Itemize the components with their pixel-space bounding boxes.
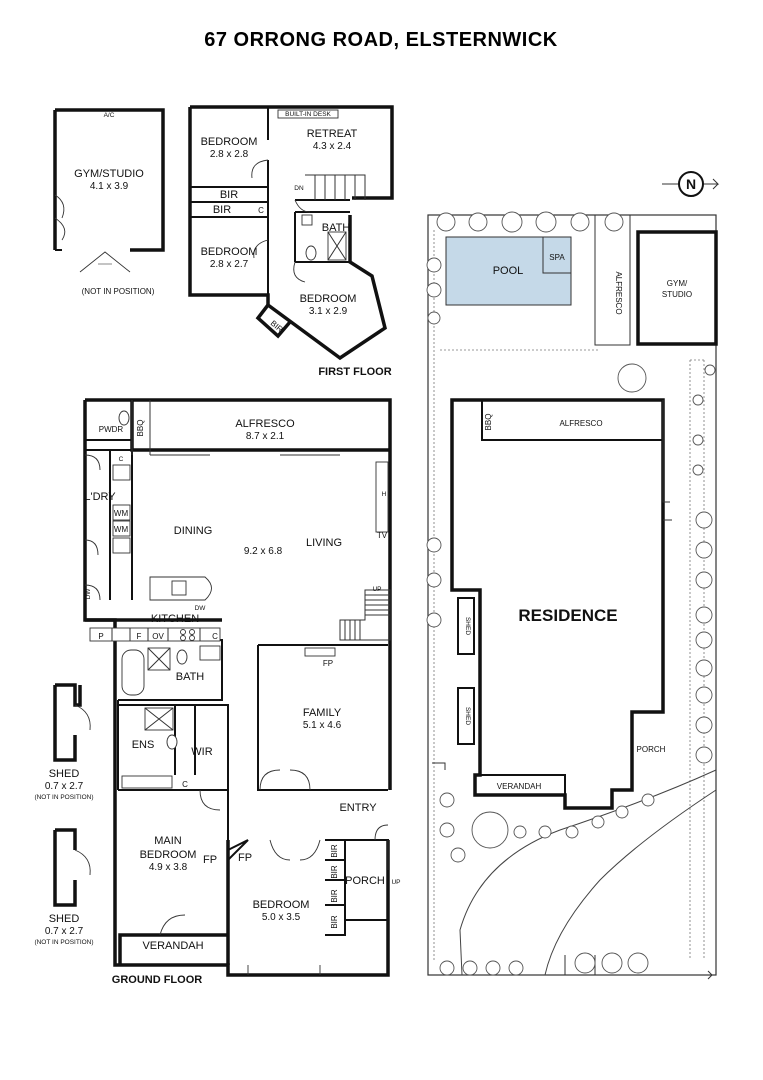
ac-label: A/C [104,112,115,119]
site-porch-label: PORCH [637,745,666,754]
bir-1-label: BIR [220,189,238,201]
gym-name: GYM/STUDIO [74,168,144,180]
wir-label: WIR [191,746,212,758]
ground-floor-plan: ALFRESCO 8.7 x 2.1 BBQ PWDR L'DRY C WM W… [83,398,401,986]
dw-label: DW [85,588,92,600]
bath-label: BATH [322,222,351,234]
porch-up-label: UP [391,879,400,886]
up-label: UP [372,586,381,593]
main-bedroom-name1: MAIN [154,835,182,847]
c-label: C [258,206,264,215]
alfresco-dims: 8.7 x 2.1 [246,431,285,442]
alfresco-side-label: ALFRESCO [614,271,623,314]
pwdr-label: PWDR [99,425,124,434]
bedroom-b-dims: 2.8 x 2.7 [210,259,249,270]
gym-studio-detached: A/C GYM/STUDIO 4.1 x 3.9 (NOT IN POSITIO… [53,108,165,296]
ov-label: OV [152,632,164,641]
bir3-label: BIR [330,889,339,903]
porch-label: PORCH [345,875,385,887]
shed2-note: (NOT IN POSITION) [34,939,93,946]
bedroom-c-name: BEDROOM [300,293,357,305]
north-arrow: N [662,171,720,197]
dn-label: DN [294,185,304,192]
trees [426,211,716,976]
gym-site-label1: GYM/ [667,279,688,288]
ldry-label: L'DRY [84,491,116,503]
first-floor-caption: FIRST FLOOR [318,366,391,378]
lot-boundary [427,214,717,976]
pool-label: POOL [493,265,524,277]
ground-floor-caption: GROUND FLOOR [112,974,202,986]
bir1-label: BIR [330,844,339,858]
h-label: H [382,491,387,498]
shed2-dims: 0.7 x 2.7 [45,926,84,937]
fp3-label: FP [238,852,252,864]
c3-label: C [182,780,188,789]
alfresco-name: ALFRESCO [235,418,295,430]
shed1-note: (NOT IN POSITION) [34,794,93,801]
site-shed1-label: SHED [464,617,471,635]
entry-label: ENTRY [339,802,377,814]
site-shed2-label: SHED [464,707,471,725]
spa-label: SPA [549,253,565,262]
first-floor-plan: BUILT-IN DESK RETREAT 4.3 x 2.4 BEDROOM … [188,105,394,378]
shed1-dims: 0.7 x 2.7 [45,781,84,792]
bedroom-b-name: BEDROOM [201,246,258,258]
spa [542,236,572,274]
bir-2-label: BIR [213,204,231,216]
bedroom-dims: 5.0 x 3.5 [262,912,301,923]
retreat-name: RETREAT [307,128,358,140]
main-bedroom-name2: BEDROOM [140,849,197,861]
residence-footprint [450,398,665,810]
site-alfresco-label: ALFRESCO [559,419,602,428]
residence-label: RESIDENCE [518,606,617,625]
site-bbq-label: BBQ [484,414,493,431]
wm2-label: WM [114,525,129,534]
verandah-label: VERANDAH [142,940,203,952]
kitchen-label: KITCHEN [151,613,199,625]
retreat-dims: 4.3 x 2.4 [313,141,352,152]
c2-label: C [212,632,218,641]
bedroom-name: BEDROOM [253,899,310,911]
fp1-label: FP [323,659,333,668]
gym-dims: 4.1 x 3.9 [90,181,129,192]
bir4-label: BIR [330,915,339,929]
ens-label: ENS [132,739,155,751]
shed-lower: SHED 0.7 x 2.7 (NOT IN POSITION) [34,828,94,946]
bbq-label: BBQ [136,420,145,437]
site-plan: N POOL SPA ALFRESCO GYM/ STUDIO BBQ ALFR… [426,171,720,980]
shed2-name: SHED [49,913,80,925]
bedroom-c-dims: 3.1 x 2.9 [309,306,348,317]
living-label: LIVING [306,537,342,549]
family-dims: 5.1 x 4.6 [303,720,342,731]
north-label: N [686,176,696,192]
family-name: FAMILY [303,707,342,719]
living-dims: 9.2 x 6.8 [244,546,283,557]
main-bedroom-dims: 4.9 x 3.8 [149,862,188,873]
site-verandah-label: VERANDAH [497,782,542,791]
c1-label: C [119,456,124,463]
wm1-label: WM [114,509,129,518]
gym-note: (NOT IN POSITION) [82,287,155,296]
bir2-label: BIR [330,865,339,879]
dining-label: DINING [174,525,213,537]
bath-label: BATH [176,671,205,683]
p-label: P [98,632,103,641]
dw2-label: DW [195,605,207,612]
f-label: F [137,632,142,641]
bedroom-a-name: BEDROOM [201,136,258,148]
shed1-name: SHED [49,768,80,780]
page-title: 67 ORRONG ROAD, ELSTERNWICK [204,29,558,51]
shed-upper: SHED 0.7 x 2.7 (NOT IN POSITION) [34,683,94,801]
gym-site-label2: STUDIO [662,290,692,299]
built-in-desk-label: BUILT-IN DESK [285,111,331,118]
bedroom-a-dims: 2.8 x 2.8 [210,149,249,160]
tv-label: TV [377,531,388,540]
fp2-label: FP [203,854,217,866]
